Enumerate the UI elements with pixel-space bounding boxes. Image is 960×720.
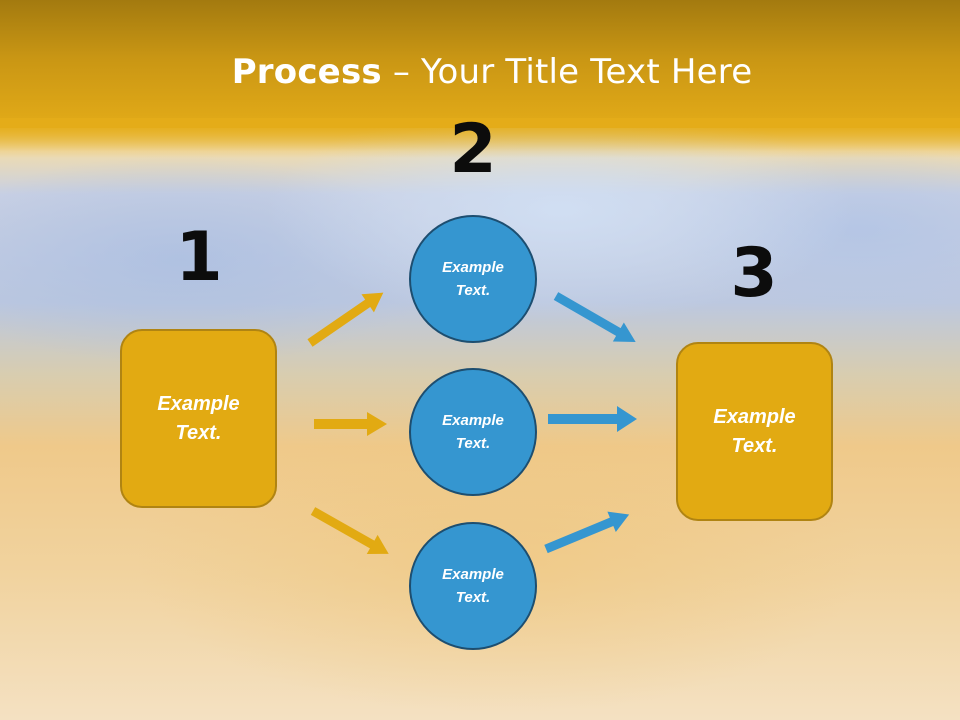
arrow-gold-up [307, 292, 384, 347]
slide-title: Process – Your Title Text Here [0, 52, 960, 92]
arrow-blue-up [544, 511, 630, 554]
step-2-circle-top: Example Text. [409, 215, 537, 343]
circle-bottom-label: Example Text. [442, 566, 504, 606]
step-number-1: 1 [175, 218, 223, 297]
arrow-gold-down [310, 507, 389, 555]
step-1-box: Example Text. [120, 329, 277, 508]
banner-fade [0, 118, 960, 158]
step-2-circle-bottom: Example Text. [409, 522, 537, 650]
arrow-blue-down [553, 292, 636, 342]
step-1-label: Example Text. [157, 392, 240, 444]
circle-middle-label: Example Text. [442, 412, 504, 452]
blue-arrows [544, 292, 637, 554]
step-3-box: Example Text. [676, 342, 833, 521]
title-banner [0, 0, 960, 128]
step-number-3: 3 [730, 234, 778, 313]
gold-arrows [307, 292, 389, 555]
step-3-label: Example Text. [713, 405, 796, 457]
circle-top-label: Example Text. [442, 259, 504, 299]
title-bold: Process [231, 52, 382, 92]
step-2-circle-middle: Example Text. [409, 368, 537, 496]
arrow-gold-straight [314, 412, 387, 436]
step-number-2: 2 [449, 110, 497, 189]
title-rest: – Your Title Text Here [381, 52, 753, 92]
arrow-blue-straight [548, 406, 637, 432]
